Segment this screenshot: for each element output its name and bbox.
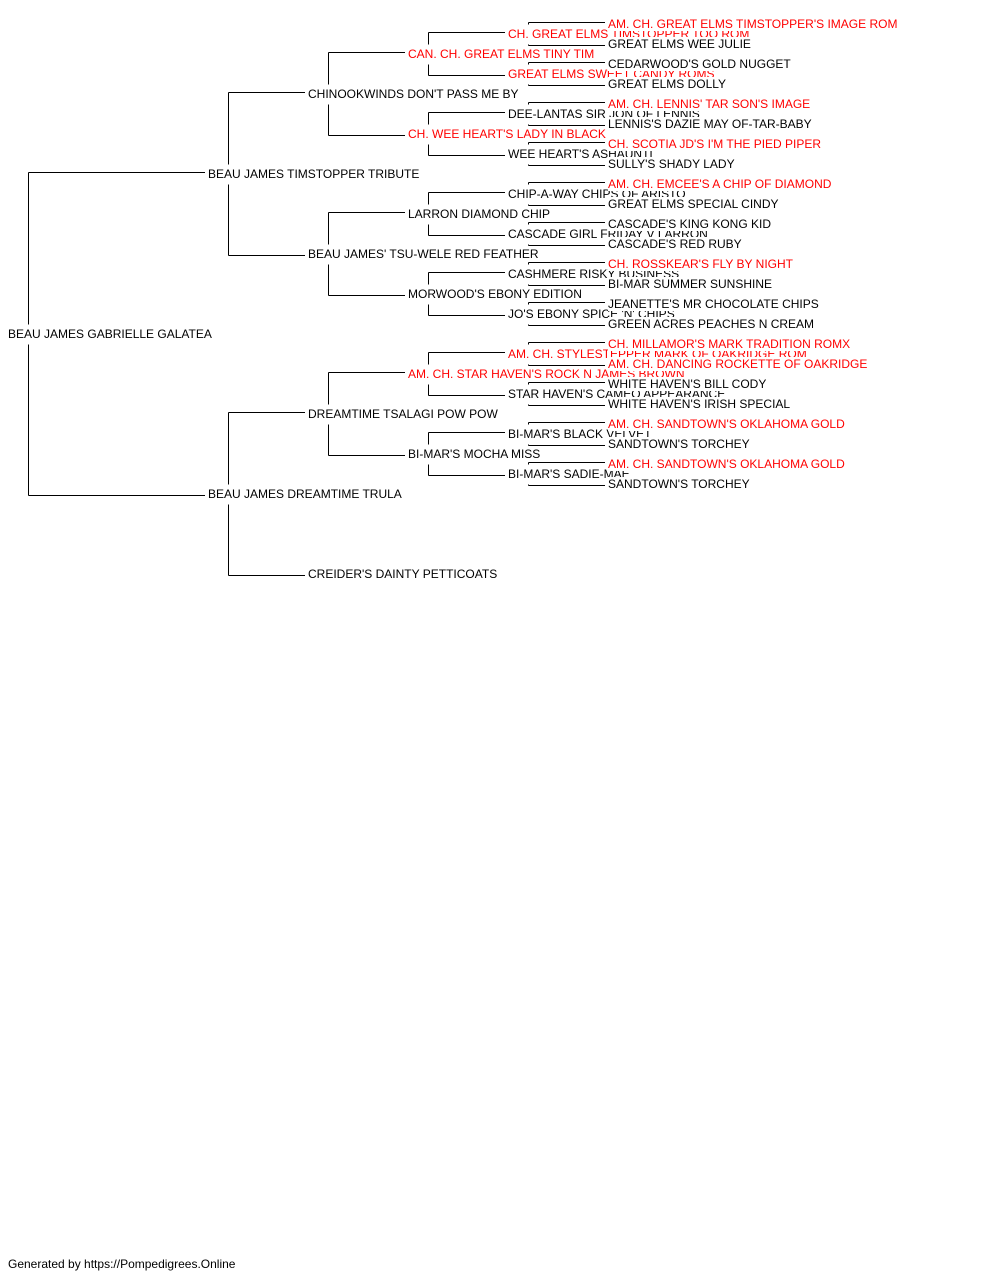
pedigree-node: BEAU JAMES GABRIELLE GALATEA (8, 327, 214, 341)
pedigree-node: BI-MAR'S SADIE-MAE (508, 467, 632, 481)
pedigree-node: WHITE HAVEN'S IRISH SPECIAL (608, 397, 793, 411)
pedigree-node: CH. WEE HEART'S LADY IN BLACK (408, 127, 608, 141)
pedigree-node: LENNIS'S DAZIE MAY OF-TAR-BABY (608, 117, 814, 131)
pedigree-node: CH. SCOTIA JD'S I'M THE PIED PIPER (608, 137, 824, 151)
pedigree-node: CASCADE'S RED RUBY (608, 237, 744, 251)
pedigree-node: GREEN ACRES PEACHES N CREAM (608, 317, 817, 331)
pedigree-node: GREAT ELMS DOLLY (608, 77, 729, 91)
pedigree-node: AM. CH. DANCING ROCKETTE OF OAKRIDGE (608, 357, 870, 371)
pedigree-node: MORWOOD'S EBONY EDITION (408, 287, 584, 301)
pedigree-node: AM. CH. LENNIS' TAR SON'S IMAGE (608, 97, 813, 111)
pedigree-node: CASCADE'S KING KONG KID (608, 217, 773, 231)
pedigree-node: WHITE HAVEN'S BILL CODY (608, 377, 769, 391)
pedigree-node: AM. CH. SANDTOWN'S OKLAHOMA GOLD (608, 417, 847, 431)
pedigree-node: AM. CH. EMCEE'S A CHIP OF DIAMOND (608, 177, 834, 191)
pedigree-node: SULLY'S SHADY LADY (608, 157, 737, 171)
pedigree-node: JEANETTE'S MR CHOCOLATE CHIPS (608, 297, 821, 311)
pedigree-node: CAN. CH. GREAT ELMS TINY TIM (408, 47, 597, 61)
pedigree-node: GREAT ELMS WEE JULIE (608, 37, 753, 51)
pedigree-node: BI-MAR SUMMER SUNSHINE (608, 277, 775, 291)
pedigree-node: SANDTOWN'S TORCHEY (608, 437, 752, 451)
pedigree-node: CH. MILLAMOR'S MARK TRADITION ROMX (608, 337, 853, 351)
pedigree-node: DREAMTIME TSALAGI POW POW (308, 407, 500, 421)
pedigree-node: CH. ROSSKEAR'S FLY BY NIGHT (608, 257, 796, 271)
footer-credit: Generated by https://Pompedigrees.Online (8, 1257, 236, 1271)
pedigree-node: BEAU JAMES' TSU-WELE RED FEATHER (308, 247, 541, 261)
pedigree-node: BEAU JAMES DREAMTIME TRULA (208, 487, 404, 501)
pedigree-node: BEAU JAMES TIMSTOPPER TRIBUTE (208, 167, 422, 181)
pedigree-node: AM. CH. SANDTOWN'S OKLAHOMA GOLD (608, 457, 847, 471)
pedigree-node: BI-MAR'S MOCHA MISS (408, 447, 543, 461)
pedigree-node: CHINOOKWINDS DON'T PASS ME BY (308, 87, 521, 101)
pedigree-node: LARRON DIAMOND CHIP (408, 207, 553, 221)
pedigree-node: SANDTOWN'S TORCHEY (608, 477, 752, 491)
pedigree-node: GREAT ELMS SPECIAL CINDY (608, 197, 781, 211)
pedigree-node: CREIDER'S DAINTY PETTICOATS (308, 567, 500, 581)
pedigree-node: AM. CH. GREAT ELMS TIMSTOPPER'S IMAGE RO… (608, 17, 900, 31)
pedigree-node: CEDARWOOD'S GOLD NUGGET (608, 57, 793, 71)
